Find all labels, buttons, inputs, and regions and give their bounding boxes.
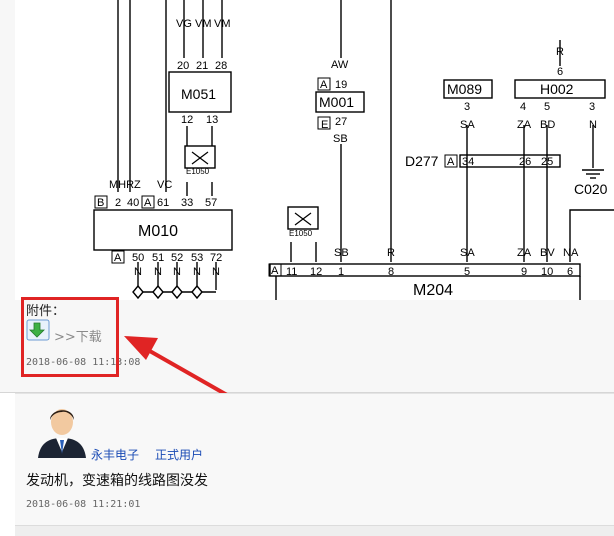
pin-13: 13 xyxy=(206,114,218,126)
label-vm-2: VM xyxy=(214,18,231,30)
tag-a-4: A xyxy=(447,156,455,168)
pin-8: 8 xyxy=(388,266,394,278)
label-mhrz: MHRZ xyxy=(109,179,141,191)
pin-33: 33 xyxy=(181,197,193,209)
label-bd: BD xyxy=(540,119,555,131)
post-timestamp: 2018-06-08 11:13:08 xyxy=(26,357,141,368)
pin-21: 21 xyxy=(196,60,208,72)
pin-6: 6 xyxy=(557,66,563,78)
pin-53: 53 xyxy=(191,252,203,264)
component-h002: H002 xyxy=(540,81,574,97)
label-d277: D277 xyxy=(405,153,439,169)
label-aw: AW xyxy=(331,59,349,71)
pin-12b: 12 xyxy=(310,266,322,278)
reply-user-type: 正式用户 xyxy=(155,448,204,462)
label-vg: VG xyxy=(176,18,192,30)
label-n-5: N xyxy=(212,266,220,278)
reply-timestamp: 2018-06-08 11:21:01 xyxy=(26,499,141,510)
pin-25: 25 xyxy=(541,156,553,168)
label-vm-1: VM xyxy=(195,18,212,30)
pin-6b: 6 xyxy=(567,266,573,278)
user-avatar[interactable] xyxy=(36,402,88,458)
tag-a-5: A xyxy=(271,265,279,277)
label-na: NA xyxy=(563,247,579,259)
label-sa-2: SA xyxy=(460,247,475,259)
pin-12-top: 12 xyxy=(181,114,193,126)
label-sb-1: SB xyxy=(333,133,348,145)
pin-11: 11 xyxy=(286,266,297,278)
pin-2: 2 xyxy=(115,197,121,209)
reply-username[interactable]: 永丰电子 xyxy=(91,448,140,462)
label-n-6: N xyxy=(589,119,597,131)
reply-text: 发动机，变速箱的线路图没发 xyxy=(26,473,208,489)
label-r-2: R xyxy=(387,247,395,259)
component-m089: M089 xyxy=(447,81,482,97)
pin-61: 61 xyxy=(157,197,169,209)
download-link[interactable]: >>下载 xyxy=(54,330,102,345)
pin-26: 26 xyxy=(519,156,531,168)
label-n-1: N xyxy=(134,266,142,278)
pin-20: 20 xyxy=(177,60,189,72)
component-m010: M010 xyxy=(138,223,178,240)
label-n-3: N xyxy=(173,266,181,278)
wiring-diagram-image: VG VM VM 20 21 28 M051 12 13 E1050 MHRZ … xyxy=(15,0,614,300)
pin-57: 57 xyxy=(205,197,217,209)
component-m001: M001 xyxy=(319,94,354,110)
label-r-1: R xyxy=(556,46,564,58)
label-vc: VC xyxy=(157,179,172,191)
pin-5b: 5 xyxy=(464,266,470,278)
tag-e: E xyxy=(321,119,328,131)
pin-1: 1 xyxy=(338,266,344,278)
pin-28: 28 xyxy=(215,60,227,72)
pin-9: 9 xyxy=(521,266,527,278)
component-m051: M051 xyxy=(181,86,216,102)
tag-b: B xyxy=(97,197,104,209)
pin-34: 34 xyxy=(462,156,474,168)
attachment-label: 附件： xyxy=(26,304,66,319)
label-c020: C020 xyxy=(574,181,608,197)
download-icon[interactable] xyxy=(26,319,50,343)
tag-a-1: A xyxy=(144,197,152,209)
pin-72: 72 xyxy=(210,252,222,264)
label-e1050-mid: E1050 xyxy=(289,229,313,238)
pin-4: 4 xyxy=(520,101,526,113)
label-sb-2: SB xyxy=(334,247,349,259)
highlight-box xyxy=(21,297,119,377)
pin-3b: 3 xyxy=(589,101,595,113)
label-n-2: N xyxy=(154,266,162,278)
label-sa-1: SA xyxy=(460,119,475,131)
pin-27: 27 xyxy=(335,116,347,128)
footer-divider xyxy=(15,525,614,536)
label-za-1: ZA xyxy=(517,119,532,131)
pin-3: 3 xyxy=(464,101,470,113)
label-n-4: N xyxy=(193,266,201,278)
pin-5: 5 xyxy=(544,101,550,113)
pin-10: 10 xyxy=(541,266,553,278)
label-za-2: ZA xyxy=(517,247,532,259)
label-bv: BV xyxy=(540,247,555,259)
pin-51: 51 xyxy=(152,252,164,264)
pin-40: 40 xyxy=(127,197,139,209)
tag-a-3: A xyxy=(320,79,328,91)
reply-post xyxy=(15,393,614,526)
pin-52: 52 xyxy=(171,252,183,264)
label-e1050-top: E1050 xyxy=(186,167,210,176)
pin-50: 50 xyxy=(132,252,144,264)
pin-19: 19 xyxy=(335,79,347,91)
tag-a-2: A xyxy=(114,252,122,264)
component-m204: M204 xyxy=(413,282,453,299)
